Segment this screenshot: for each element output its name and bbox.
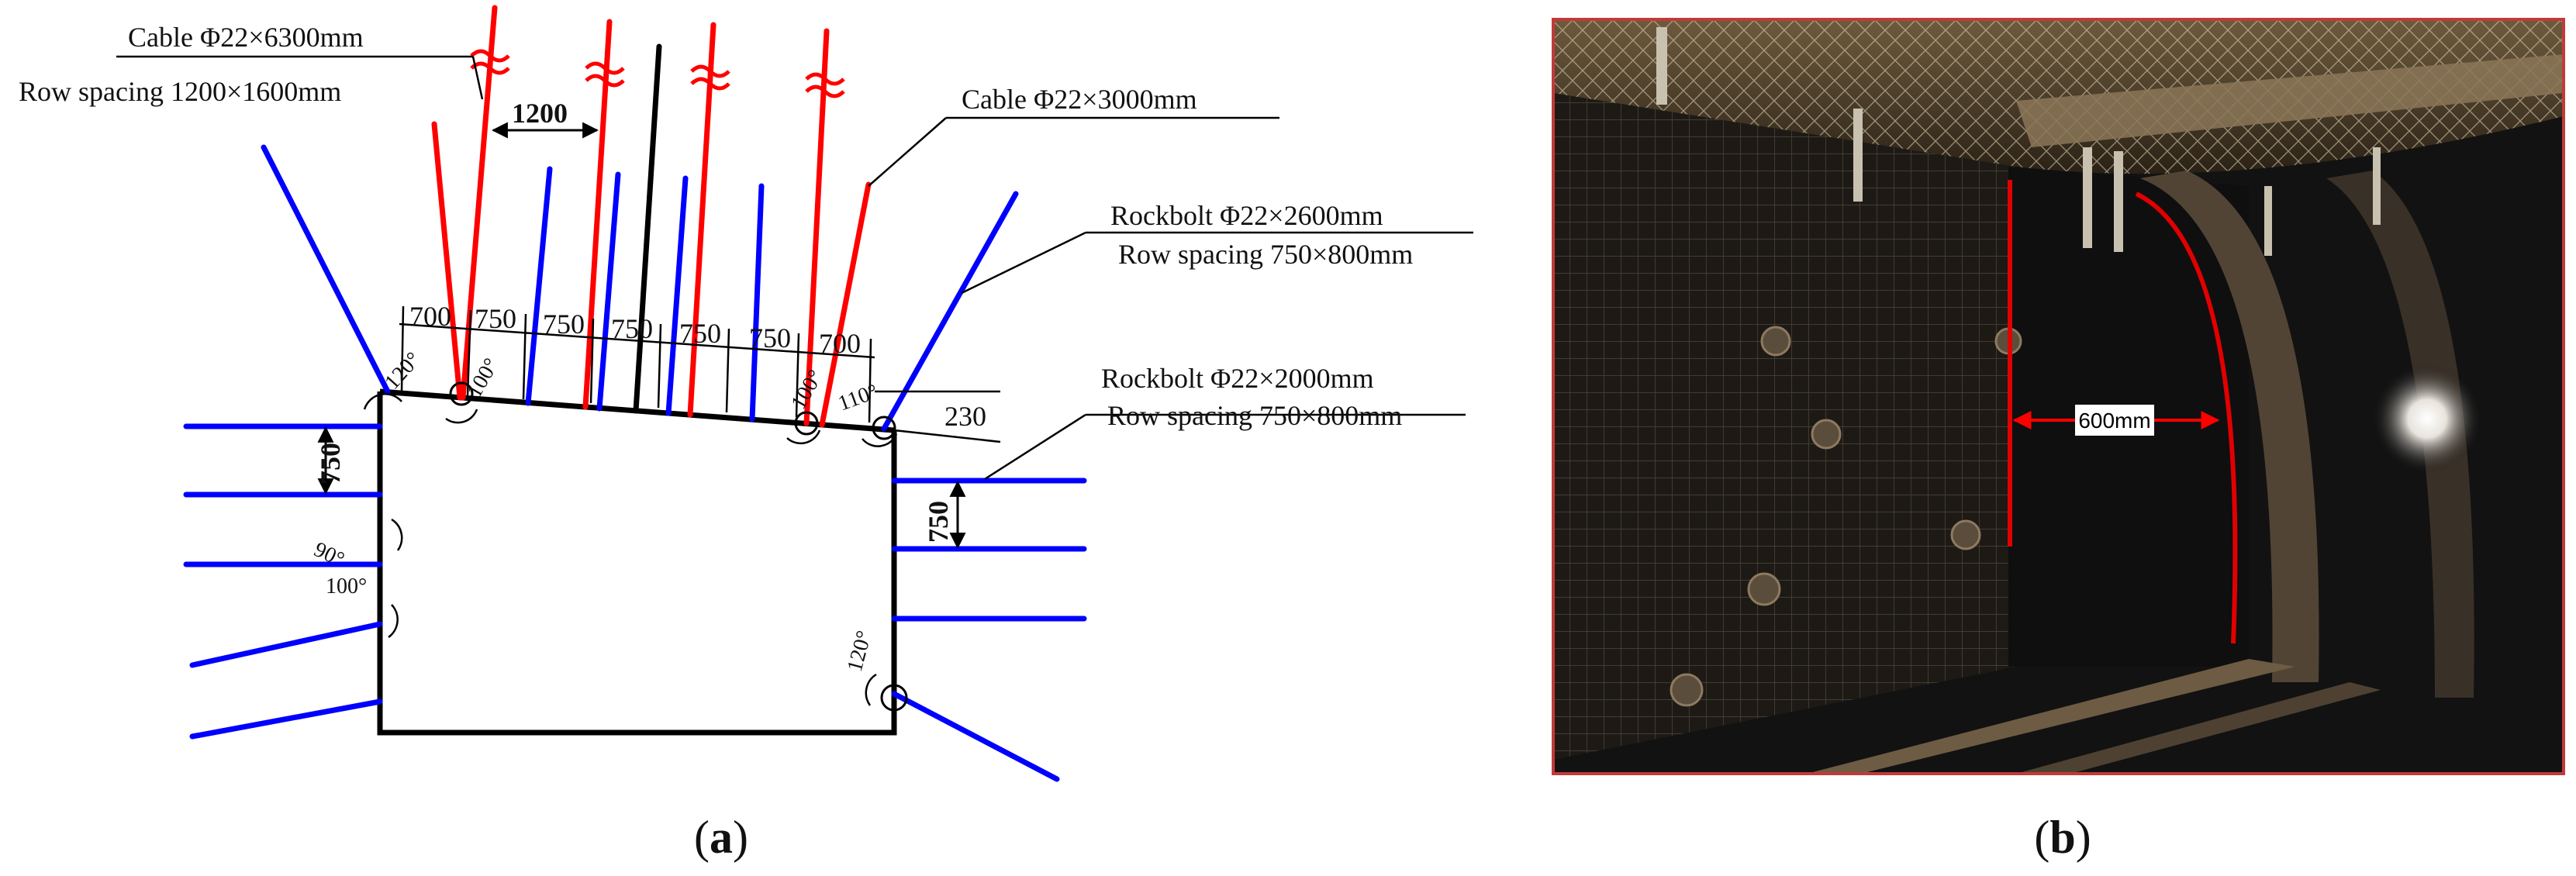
right-rib-dimension: 750 (923, 480, 966, 550)
rockbolt-rib-label: Rockbolt Φ22×2000mm (1101, 363, 1374, 394)
left-rib-dimension: 750 (315, 426, 346, 495)
roof-spacing-2: 750 (475, 303, 516, 334)
photo-floor-rails (1807, 659, 2295, 774)
photo-marker-arc (2135, 191, 2238, 644)
roof-spacing-5: 750 (679, 318, 721, 349)
roof-spacing-7: 700 (819, 328, 861, 359)
angle-roof-right-corner: 110° (835, 380, 882, 416)
right-drop-dimension (875, 390, 1001, 443)
cable-break-symbols (470, 49, 845, 98)
roof-spacing-6: 750 (749, 322, 791, 354)
right-drop-value: 230 (944, 401, 986, 432)
roof-spacing-3: 750 (543, 309, 585, 340)
panel-b-photo: 600mm (b) (1552, 18, 2565, 863)
panel-a-diagram: 1200 700 750 750 750 750 750 700 23 (19, 5, 1473, 863)
roof-spacing-1: 700 (409, 301, 451, 332)
roof-rockbolts (261, 144, 1019, 432)
roadway-outline (377, 388, 897, 736)
cable-gap-value: 1200 (512, 98, 568, 129)
cable-long-label: Cable Φ22×6300mm (128, 22, 364, 53)
photo-steel-arch (2140, 171, 2319, 682)
angle-arcs (363, 393, 898, 706)
photo-measure-label-bg (2075, 405, 2154, 436)
caption-a: (a) (694, 812, 748, 863)
photo-measure-label: 600mm (2078, 409, 2150, 433)
cable-long-spacing: Row spacing 1200×1600mm (19, 76, 341, 107)
photo-border (1552, 18, 2565, 775)
photo-roof-bolts (1656, 27, 2381, 256)
left-rib-rockbolts (183, 423, 383, 740)
center-cable-black (633, 43, 662, 414)
left-rib-spacing: 750 (315, 443, 346, 485)
cable-short-label: Cable Φ22×3000mm (962, 84, 1197, 115)
photo-wall-plates (1670, 326, 2022, 707)
right-rib-spacing: 750 (923, 501, 954, 543)
caption-b: (b) (2034, 812, 2091, 863)
rockbolt-roof-spacing: Row spacing 750×800mm (1118, 239, 1413, 270)
photo-roof-beam (2016, 54, 2564, 147)
rockbolt-roof-label: Rockbolt Φ22×2600mm (1110, 200, 1383, 231)
roof-spacing-labels: 700 750 750 750 750 750 700 (409, 301, 861, 359)
angle-roof-right-inner: 100° (786, 366, 827, 414)
roof-cables (431, 5, 872, 428)
right-rib-rockbolts (891, 478, 1087, 782)
leader-lines (116, 55, 1473, 481)
roof-spacing-4: 750 (611, 313, 653, 344)
roof-spacing-dimension (399, 305, 875, 423)
angle-right-rib-lower: 120° (843, 628, 877, 674)
rockbolt-rib-spacing: Row spacing 750×800mm (1107, 400, 1402, 431)
angle-left-rib-lower: 100° (326, 574, 367, 598)
anchor-plates (449, 381, 908, 712)
photo-lamp (2373, 364, 2481, 473)
